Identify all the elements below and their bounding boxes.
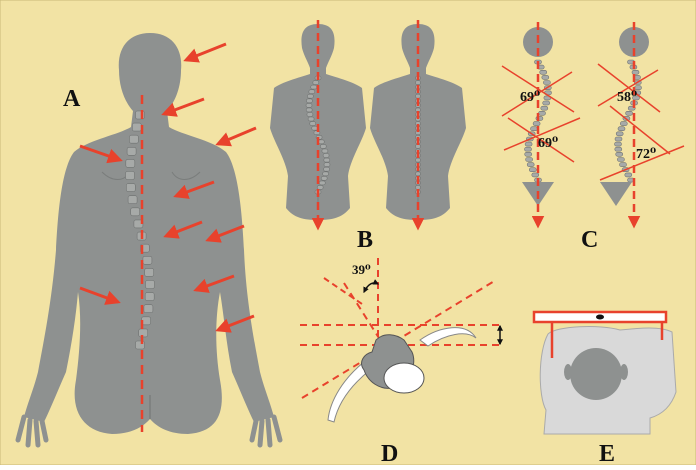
vertebra bbox=[416, 81, 421, 85]
vertebra bbox=[542, 75, 549, 79]
vertebra bbox=[616, 132, 623, 136]
vertebra bbox=[144, 305, 153, 313]
vertebra bbox=[129, 135, 138, 143]
vertebra bbox=[531, 127, 538, 131]
vertebra bbox=[540, 70, 547, 74]
cobb-angle-upper-right: 58⁰ bbox=[617, 90, 637, 105]
vertebra bbox=[632, 70, 639, 74]
vertebra bbox=[620, 122, 627, 126]
vertebra bbox=[541, 106, 548, 110]
vertebra bbox=[307, 94, 313, 98]
vertebra bbox=[525, 147, 532, 151]
vertebra bbox=[543, 101, 550, 105]
vertebra bbox=[526, 158, 533, 162]
panel-c-label: C bbox=[581, 227, 598, 253]
ear-right bbox=[620, 364, 628, 380]
vertebra bbox=[527, 163, 534, 167]
vertebra bbox=[306, 108, 312, 112]
vertebra bbox=[416, 185, 421, 189]
vertebra bbox=[126, 159, 135, 167]
vertebra bbox=[616, 152, 623, 156]
vertebra bbox=[529, 168, 536, 172]
vertebra bbox=[145, 268, 154, 276]
vertebra bbox=[324, 167, 330, 171]
vertebra bbox=[323, 172, 329, 176]
cobb-angle-lower-right: 72⁰ bbox=[636, 147, 656, 162]
vertebra bbox=[309, 90, 315, 94]
vertebra bbox=[618, 127, 625, 131]
vertebra bbox=[625, 173, 632, 177]
vertebra bbox=[416, 94, 421, 98]
vertebral-body bbox=[384, 363, 424, 393]
vertebra bbox=[323, 154, 329, 158]
vertebra bbox=[128, 196, 137, 204]
vertebra bbox=[416, 172, 421, 176]
panel-d-label: D bbox=[381, 441, 398, 465]
vertebra bbox=[313, 81, 319, 85]
vertebra bbox=[617, 158, 624, 162]
panel-b-label: B bbox=[357, 227, 373, 253]
cobb-angle-lower-left: 69⁰ bbox=[538, 136, 558, 151]
vertebra bbox=[525, 142, 532, 146]
vertebra bbox=[310, 122, 316, 126]
vertebra bbox=[321, 176, 327, 180]
vertebra bbox=[543, 81, 550, 85]
rotation-angle-label: 39⁰ bbox=[352, 262, 371, 277]
vertebra bbox=[319, 181, 325, 185]
vertebra bbox=[143, 256, 152, 264]
vertebra bbox=[308, 117, 314, 121]
vertebra bbox=[127, 147, 136, 155]
vertebra bbox=[620, 163, 627, 167]
cobb-angle-upper-left: 69⁰ bbox=[520, 90, 540, 105]
vertebra bbox=[324, 158, 330, 162]
panel-e-label: E bbox=[599, 441, 615, 465]
vertebra bbox=[306, 103, 312, 107]
vertebra bbox=[131, 208, 140, 216]
vertebra bbox=[145, 293, 154, 301]
vertebra bbox=[307, 113, 313, 117]
vertebra bbox=[324, 163, 330, 167]
vertebra bbox=[146, 281, 155, 289]
panel-a-label: A bbox=[63, 86, 81, 112]
vertebra bbox=[126, 172, 135, 180]
vertebra bbox=[317, 185, 323, 189]
scoliometer-bubble bbox=[596, 315, 604, 320]
vertebra bbox=[626, 111, 633, 115]
vertebra bbox=[539, 111, 546, 115]
vertebra bbox=[322, 149, 328, 153]
vertebra bbox=[525, 152, 532, 156]
vertebra bbox=[533, 122, 540, 126]
vertebra bbox=[615, 142, 622, 146]
vertebra bbox=[532, 173, 539, 177]
vertebra bbox=[311, 85, 317, 89]
ear-left bbox=[564, 364, 572, 380]
head-top-view bbox=[570, 348, 622, 400]
vertebra bbox=[132, 123, 141, 131]
vertebra bbox=[320, 144, 326, 148]
vertebra bbox=[126, 184, 135, 192]
vertebra bbox=[416, 158, 421, 162]
vertebra bbox=[615, 147, 622, 151]
vertebra bbox=[306, 99, 312, 103]
vertebra bbox=[615, 137, 622, 141]
